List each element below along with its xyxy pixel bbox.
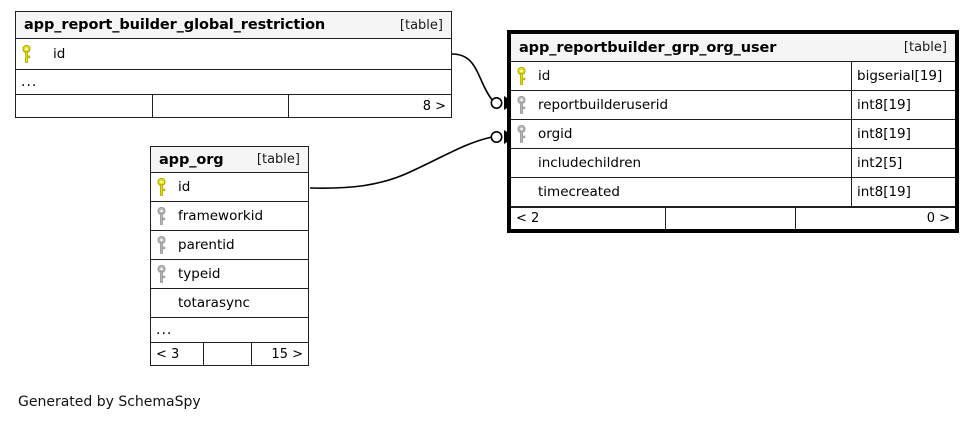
table-footer: < 2 0 > [511,207,955,229]
column-name: timecreated [538,184,620,200]
footer-incoming-count: < 2 [511,208,666,229]
column-row-includechildren[interactable]: includechildren int2[5] [511,149,955,178]
foreign-key-icon [151,260,171,288]
footer-outgoing-count: 8 > [422,98,446,114]
column-type: bigserial[19] [851,62,955,90]
footer-outgoing-count: 0 > [926,211,950,226]
column-name: id [178,179,191,195]
table-header: app_reportbuilder_grp_org_user [table] [511,34,955,62]
column-name: frameworkid [178,208,264,224]
no-key-icon [511,149,531,177]
footer-incoming-count [16,95,153,117]
primary-key-icon [16,39,36,69]
column-row-typeid[interactable]: typeid [151,260,308,289]
footer-middle [204,343,252,365]
footer-outgoing-count: 15 > [271,346,303,362]
more-columns-ellipsis: ... [16,70,451,95]
foreign-key-icon [511,91,531,119]
column-row-id[interactable]: id [16,39,451,70]
relationship-line-app-org-orgid [309,136,493,189]
column-row-parentid[interactable]: parentid [151,231,308,260]
column-row-frameworkid[interactable]: frameworkid [151,202,308,231]
table-footer: 8 > [16,95,451,117]
column-name: includechildren [538,155,642,171]
table-title: app_report_builder_global_restriction [24,17,326,33]
column-type: int8[19] [851,120,955,148]
more-columns-ellipsis: ... [151,318,308,343]
table-title: app_org [159,151,224,168]
column-row-reportbuilderuserid[interactable]: reportbuilderuserid int8[19] [511,91,955,120]
table-title: app_reportbuilder_grp_org_user [519,39,777,56]
column-row-totarasync[interactable]: totarasync [151,289,308,318]
table-type-tag: [table] [399,17,443,33]
table-type-tag: [table] [903,40,947,55]
table-app-org[interactable]: app_org [table] id [150,146,309,366]
column-name: typeid [178,266,221,282]
table-type-tag: [table] [256,152,300,167]
foreign-key-icon [151,231,171,259]
table-header: app_report_builder_global_restriction [t… [16,12,451,39]
column-type: int8[19] [851,178,955,206]
primary-key-icon [151,173,171,201]
foreign-key-icon [151,202,171,230]
column-name: reportbuilderuserid [538,97,669,113]
column-row-id[interactable]: id bigserial[19] [511,62,955,91]
column-row-timecreated[interactable]: timecreated int8[19] [511,178,955,207]
table-footer: < 3 15 > [151,343,308,365]
column-type: int8[19] [851,91,955,119]
table-app-reportbuilder-grp-org-user[interactable]: app_reportbuilder_grp_org_user [table] i… [507,30,959,233]
generated-by-credit: Generated by SchemaSpy [18,394,201,410]
relationship-line-global-restriction-orgid [451,53,495,103]
table-header: app_org [table] [151,147,308,173]
footer-middle [666,208,796,229]
column-name: totarasync [178,295,250,311]
foreign-key-icon [511,120,531,148]
no-key-icon [151,289,171,317]
no-key-icon [511,178,531,206]
column-name: id [538,68,551,84]
primary-key-icon [511,62,531,90]
table-app-report-builder-global-restriction[interactable]: app_report_builder_global_restriction [t… [15,11,452,118]
column-name: orgid [538,126,573,142]
column-row-id[interactable]: id [151,173,308,202]
column-type: int2[5] [851,149,955,177]
column-row-orgid[interactable]: orgid int8[19] [511,120,955,149]
footer-middle [153,95,289,117]
footer-incoming-count: < 3 [151,343,204,365]
column-name: parentid [178,237,235,253]
column-name: id [53,46,66,62]
